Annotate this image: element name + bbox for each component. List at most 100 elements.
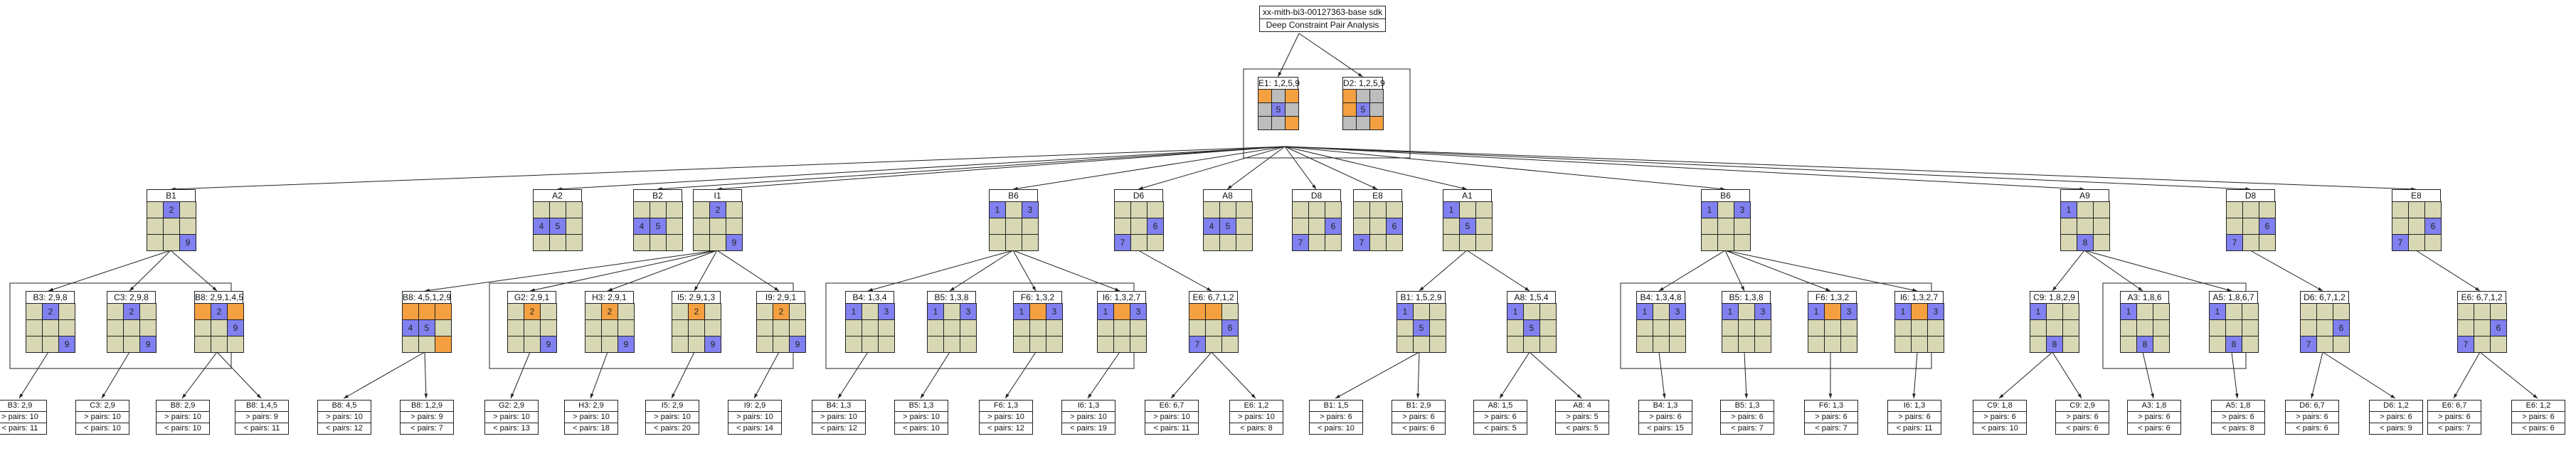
node-label: I6: 1,3,2,7 — [1097, 291, 1146, 304]
edge-root-l1-12 — [1284, 146, 2251, 190]
grid-cell — [1030, 320, 1046, 336]
grid-cell — [1236, 202, 1253, 218]
grid-cell: 1 — [1507, 304, 1524, 320]
grid-cell — [107, 304, 124, 320]
grid-cell: 3 — [1755, 304, 1771, 320]
grid-cell — [790, 304, 806, 320]
grid-cell — [1430, 336, 1446, 353]
leaf-greater-pairs: > pairs: 6 — [2428, 412, 2481, 423]
grid-cell — [195, 320, 211, 336]
grid-cell — [1309, 235, 1325, 251]
grid-cell — [1343, 103, 1357, 117]
grid-cell — [435, 320, 452, 336]
edge-l1-l2-8 — [867, 250, 1014, 292]
grid-cell — [2030, 336, 2047, 353]
node-label: B4: 1,3,4 — [845, 291, 894, 304]
edge-l1-l2-12-arrowhead — [1207, 287, 1212, 291]
node-label: C9: 1,8,2,9 — [2030, 291, 2079, 304]
leaf-label: B4: 1,3 — [1639, 401, 1692, 412]
grid-cell — [1540, 336, 1557, 353]
leaf-greater-pairs: > pairs: 10 — [76, 412, 129, 423]
grid-cell — [1476, 218, 1493, 235]
edge-l1-l2-18-arrowhead — [1912, 288, 1917, 292]
grid-cell — [1739, 304, 1755, 320]
grid-cell: 1 — [2030, 304, 2047, 320]
grid-cell — [773, 336, 790, 353]
grid-cell — [124, 320, 140, 336]
grid-cell — [634, 202, 650, 218]
root-cluster-frame — [1243, 68, 1411, 159]
grid-cell — [1030, 336, 1046, 353]
node-label: A3: 1,8,6 — [2120, 291, 2169, 304]
leaf-label: C9: 2,9 — [2056, 401, 2109, 412]
grid-cell — [710, 235, 726, 251]
edge-l2-leaf-9 — [753, 351, 780, 399]
leaf-node: I6: 1,3> pairs: 10< pairs: 19 — [1061, 400, 1115, 435]
node-label: B5: 1,3,8 — [927, 291, 976, 304]
edge-l2-leaf-14 — [1170, 351, 1212, 399]
grid-cell — [508, 336, 524, 353]
leaf-greater-pairs: > pairs: 6 — [1888, 412, 1941, 423]
grid-cell: 2 — [124, 304, 140, 320]
grid-cell — [1476, 202, 1493, 218]
edge-l1-l2-5-arrowhead — [608, 287, 613, 291]
edge-l2-leaf-10-arrowhead — [838, 393, 842, 398]
leaf-less-pairs: < pairs: 13 — [493, 424, 530, 433]
grid-cell — [928, 320, 944, 336]
grid-cell: 2 — [773, 304, 790, 320]
grid-cell — [403, 304, 419, 320]
leaf-label: D6: 1,2 — [2370, 401, 2422, 412]
grid-cell — [541, 320, 557, 336]
grid-cell — [618, 304, 635, 320]
leaf-node: G2: 2,9> pairs: 10< pairs: 13 — [484, 400, 539, 435]
leaf-less-pairs: < pairs: 6 — [2296, 424, 2328, 433]
grid-cell — [1130, 320, 1147, 336]
grid-cell — [862, 304, 879, 320]
node-label: C3: 2,9,8 — [107, 291, 156, 304]
grid-cell — [2409, 235, 2425, 251]
edge-l1-l2-8-arrowhead — [868, 287, 873, 292]
edge-l1-l2-4-arrowhead — [530, 288, 535, 292]
edge-l2-leaf-13 — [1087, 351, 1120, 399]
grid-cell — [2210, 336, 2226, 353]
grid-cell: 7 — [1354, 235, 1370, 251]
grid-cell — [1206, 336, 1222, 353]
node-label: A9 — [2060, 189, 2109, 202]
grid-cell — [1286, 103, 1299, 117]
grid-cell — [2063, 336, 2079, 353]
grid-cell — [1370, 202, 1387, 218]
edge-l2-leaf-6 — [510, 351, 531, 399]
grid-cell — [672, 304, 689, 320]
edge-l1-l2-5 — [607, 250, 718, 292]
grid-cell — [147, 218, 164, 235]
grid-cell — [124, 336, 140, 353]
edge-l1-l2-4 — [529, 250, 718, 292]
grid-cell — [195, 336, 211, 353]
grid-cell — [2243, 202, 2259, 218]
leaf-label: I9: 2,9 — [728, 401, 781, 412]
leaf-node: D6: 6,7> pairs: 6< pairs: 6 — [2285, 400, 2339, 435]
leaf-label: A8: 4 — [1556, 401, 1608, 412]
grid-cell — [2333, 336, 2350, 353]
grid-cell: 2 — [164, 202, 180, 218]
grid-cell: 1 — [1098, 304, 1114, 320]
leaf-greater-pairs: > pairs: 10 — [565, 412, 618, 423]
edge-l1-l2-22-arrowhead — [2318, 287, 2323, 291]
edge-root-l1-8 — [1284, 146, 1378, 190]
node-label: B4: 1,3,4,8 — [1636, 291, 1685, 304]
grid-cell — [1722, 320, 1739, 336]
grid-cell: 5 — [1357, 103, 1370, 117]
grid-cell — [1734, 218, 1751, 235]
node-label: E8 — [1353, 189, 1402, 202]
